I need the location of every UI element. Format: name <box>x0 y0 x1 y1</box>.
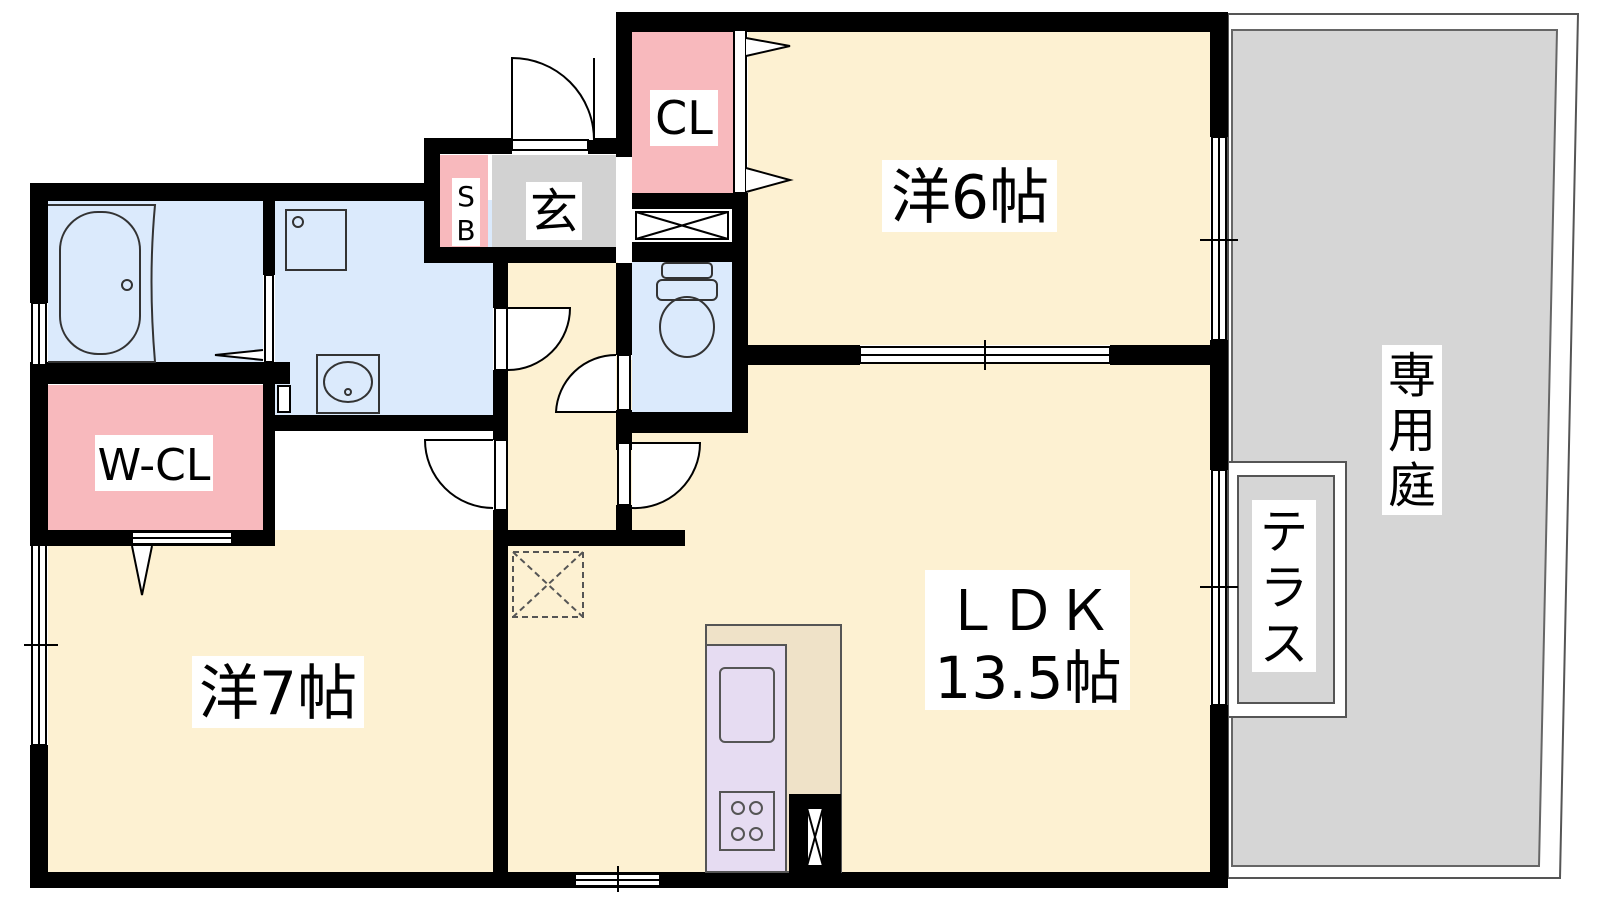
room-label-walk-in-closet: W-CL <box>98 440 211 491</box>
washbasin <box>316 354 380 414</box>
label-garden: 専 用 庭 <box>1382 345 1442 515</box>
refrigerator-space <box>789 794 841 873</box>
room-label-western-7: 洋7帖 <box>199 659 357 729</box>
bathtub <box>48 204 157 363</box>
washing-machine <box>285 209 347 271</box>
label-shoe-box: S B <box>452 178 480 247</box>
room-label-garden-1: 専 <box>1388 348 1436 404</box>
toilet-fill <box>632 262 732 412</box>
label-closet: CL <box>650 90 718 146</box>
room-label-shoe-box-b: B <box>456 214 475 247</box>
windows <box>24 136 1238 892</box>
bathroom-fill <box>48 200 263 362</box>
room-label-terrace-1: テ <box>1260 504 1308 560</box>
label-entrance: 玄 <box>526 182 582 240</box>
washing-machine-drain <box>292 216 304 228</box>
room-label-ldk: ＬＤＫ <box>944 579 1112 644</box>
walls <box>30 12 1228 888</box>
room-label-garden-3: 庭 <box>1388 458 1436 514</box>
pipe-space <box>277 385 291 413</box>
room-label-terrace-2: ラ <box>1260 560 1308 616</box>
room-label-entrance: 玄 <box>530 184 578 240</box>
room-label-ldk-size: 13.5帖 <box>934 644 1121 712</box>
label-western-6: 洋6帖 <box>882 160 1057 233</box>
room-label-closet: CL <box>655 91 713 145</box>
storage-hatch <box>512 551 584 618</box>
room-label-garden-2: 用 <box>1388 403 1436 459</box>
label-walk-in-closet: W-CL <box>95 435 213 491</box>
closet-shelf <box>635 211 729 240</box>
room-label-terrace-3: ス <box>1260 616 1308 672</box>
doors[interactable] <box>131 29 794 596</box>
label-western-7: 洋7帖 <box>192 656 364 729</box>
room-label-shoe-box-s: S <box>457 180 475 213</box>
toilet <box>656 262 718 358</box>
label-terrace: テ ラ ス <box>1252 500 1316 672</box>
label-ldk: ＬＤＫ 13.5帖 <box>925 570 1130 712</box>
room-label-western-6: 洋6帖 <box>891 163 1049 233</box>
